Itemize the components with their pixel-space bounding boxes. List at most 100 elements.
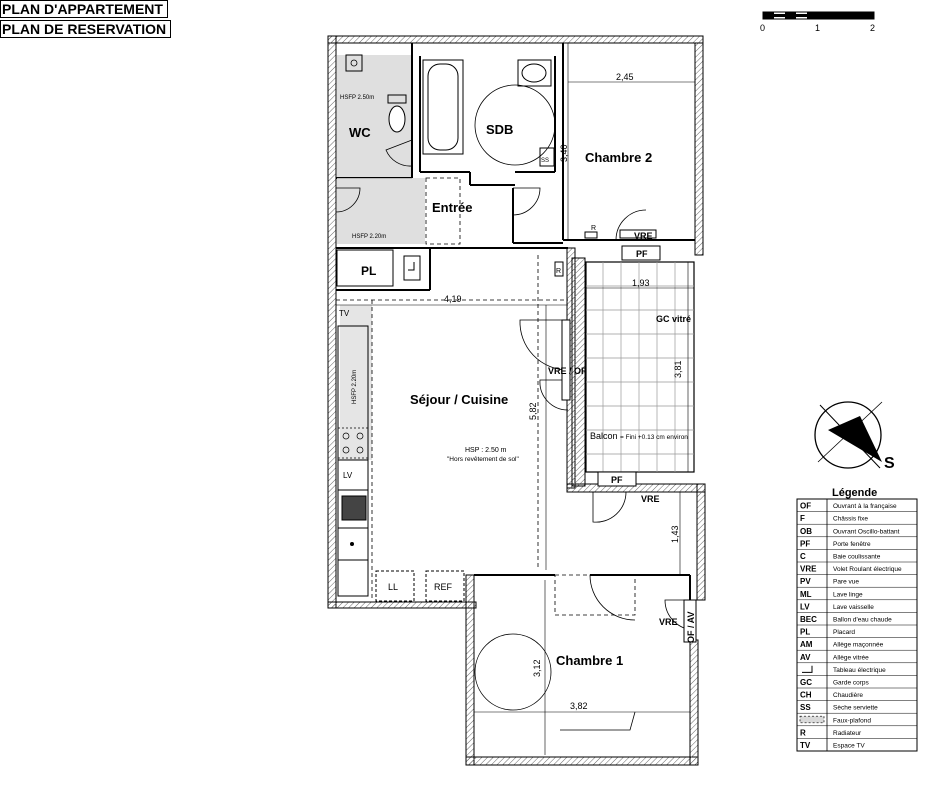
exterior-walls [327,35,706,766]
vre-ch1-label: VRE [659,617,678,627]
legend-code: TV [800,741,811,750]
tableau-electrique [403,255,421,281]
ll-label: LL [388,582,398,592]
dim-sejour-width: 4,19 [444,294,462,304]
of-av-label: OF / AV [686,612,696,644]
room-chambre1: Chambre 1 [556,653,623,668]
legend-code: OF [800,502,811,511]
legend-code: LV [800,602,810,611]
ceiling-note-cuisine: HSFP 2.20m [352,370,358,404]
gc-vitre-label: GC vitré [656,314,691,324]
legend-code: C [800,552,806,561]
legend-desc: Lave linge [833,591,863,598]
legend-code: R [800,728,806,737]
legend-desc: Chaudière [833,692,863,699]
sdb-fixtures [422,59,556,166]
room-wc: WC [349,125,371,140]
legend-desc: Placard [833,629,855,636]
legend-code: GC [800,678,812,687]
vre-ch2-label: VRE [634,231,653,241]
legend-code: SS [800,703,811,712]
legend-desc: Ouvrant Oscillo-battant [833,528,900,535]
dim-ch2-width: 2,45 [616,72,634,82]
scale-tick-1: 1 [815,23,820,33]
legend-desc: Lave vaisselle [833,604,874,611]
ceiling-note-entree: HSFP 2.20m [352,234,386,240]
vre-of-label: VRE / OF [548,366,587,376]
legend-code: AM [800,640,813,649]
balcon-note: = Fini +0.13 cm environ [620,434,688,441]
dim-ch2-height: 3,40 [559,144,569,162]
placard-label: PL [361,264,376,278]
legend-desc: Allège vitrée [833,654,869,661]
legend-code: ML [800,590,812,599]
dim-ch1-height: 3,12 [532,659,542,677]
room-sdb: SDB [486,122,513,137]
plan-title-appartement: PLAN D'APPARTEMENT [0,0,168,18]
dim-balcon-height: 3,81 [673,360,683,378]
balcony-floor [585,261,695,473]
dashed-boundaries [336,177,636,616]
wc-fixtures [345,54,407,133]
legend-code: AV [800,653,811,662]
legend-code: BEC [800,615,817,624]
room-chambre2: Chambre 2 [585,150,652,165]
radiator-ch2 [584,231,598,239]
windows [561,229,697,643]
ch1-closet [560,711,636,731]
compass: S [814,401,895,472]
refrigerateur [425,570,465,602]
kitchen-counter [337,325,369,597]
room-sejour: Séjour / Cuisine [410,392,508,407]
legend-desc: Ballon d'eau chaude [833,617,892,624]
ceiling-note-wc: HSFP 2.50m [340,95,374,101]
legend-desc: Châssis fixe [833,516,868,523]
ch1-turn-circle [474,633,552,711]
legend-desc: Radiateur [833,730,862,737]
dimension-lines [336,43,695,755]
legend-desc: Allège maçonnée [833,642,884,649]
pf-bottom-label: PF [611,475,623,485]
legend-title: Légende [832,487,877,499]
ss-label: SS [541,158,549,164]
faux-plafond-cuisine [340,305,372,460]
legend-desc: Volet Roulant électrique [833,566,902,573]
dim-sejour-height: 5,82 [528,402,538,420]
vre-balcon-label: VRE [641,494,660,504]
legend-code: F [800,514,805,523]
radiator-sejour [554,261,564,277]
lv-label: LV [343,471,353,480]
scale-tick-0: 0 [760,23,765,33]
legend-code: PV [800,577,811,586]
pf-top-label: PF [636,249,648,259]
legend-desc: Pare vue [833,579,859,586]
dim-ch1-width: 3,82 [570,701,588,711]
compass-needle-icon [828,416,882,462]
legend-code: PL [800,628,810,637]
dim-balcon-width: 1,93 [632,278,650,288]
hsp-note: "Hors revêtement de sol" [447,456,520,463]
legend-desc: Porte fenêtre [833,541,871,548]
legend-code: OB [800,527,812,536]
scale-tick-2: 2 [870,23,875,33]
tableau-electrique-icon [802,665,813,673]
lave-linge [375,570,415,602]
ref-label: REF [434,582,453,592]
legend-desc: Ouvrant à la française [833,503,897,510]
balcony-inner-wall [571,257,586,487]
scale-bar: 0 1 2 [760,11,875,33]
faux-plafond-swatch-icon [799,715,825,724]
legend-desc: Faux-plafond [833,717,871,724]
tv-label: TV [339,309,350,318]
faux-plafond-entree [337,178,425,244]
legend-desc: Espace TV [833,743,865,750]
legend-desc: Sèche serviette [833,705,878,712]
plan-title-reservation: PLAN DE RESERVATION [0,20,172,38]
legend-code: VRE [800,565,817,574]
legend-code: PF [800,539,810,548]
legend-desc: Garde corps [833,680,870,687]
r-label-sejour: R [556,268,561,275]
